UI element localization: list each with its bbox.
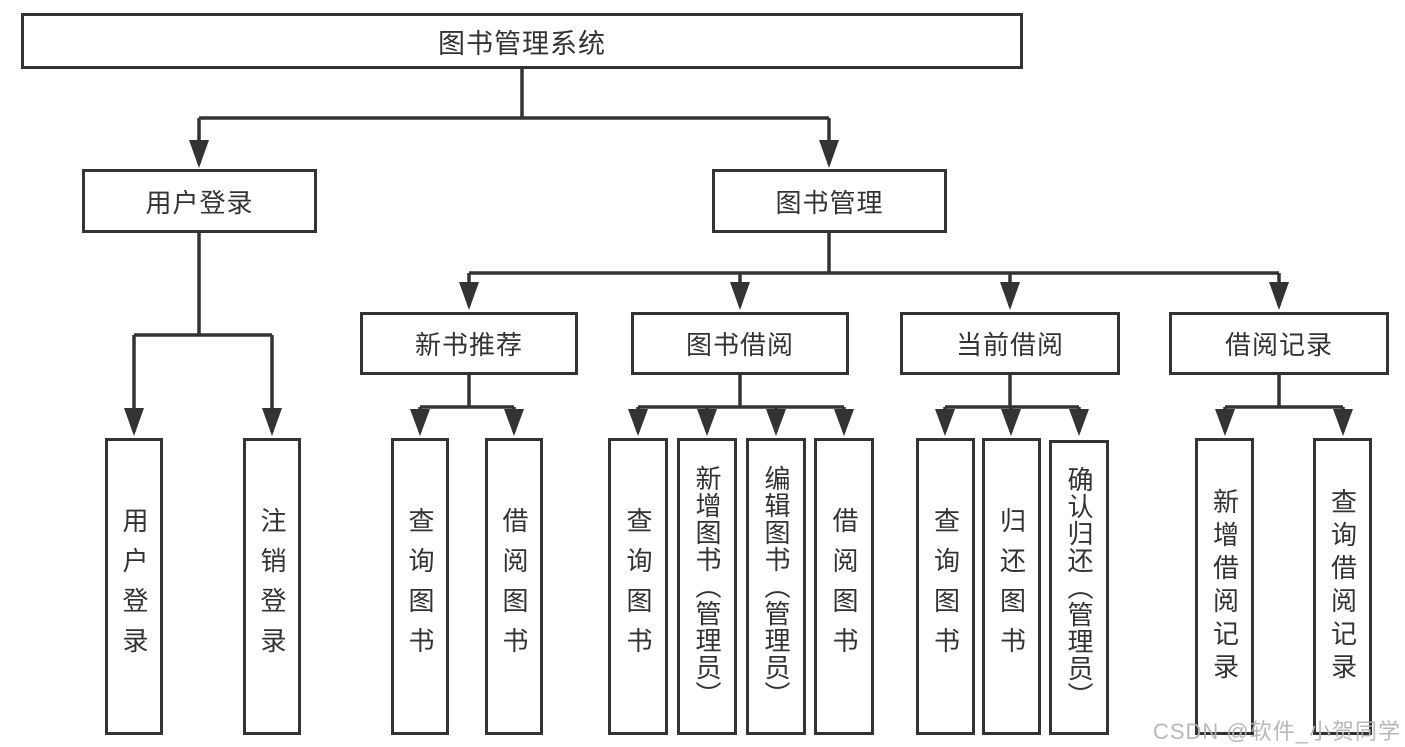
leaf-current-return-book: 归还图书: [982, 438, 1041, 735]
leaf-borrow-add-book: 新增图书（管理员）: [677, 438, 737, 735]
node-user-login: 用户登录: [82, 169, 317, 233]
node-current-borrow: 当前借阅: [900, 312, 1120, 375]
leaf-logout: 注销登录: [243, 438, 301, 735]
leaf-record-add: 新增借阅记录: [1195, 438, 1254, 735]
arrowheads: [124, 140, 1353, 436]
connector-shafts: [132, 69, 1345, 432]
csdn-watermark: CSDN @软件_小贺同学: [1152, 719, 1401, 744]
leaf-recommend-query-book: 查询图书: [391, 438, 449, 735]
node-root: 图书管理系统: [21, 13, 1023, 69]
leaf-borrow-edit-book: 编辑图书（管理员）: [746, 438, 806, 735]
node-book-management: 图书管理: [712, 169, 947, 233]
leaf-user-login: 用户登录: [105, 438, 163, 735]
leaf-recommend-borrow-book: 借阅图书: [485, 438, 543, 735]
leaf-borrow-borrow-book: 借阅图书: [814, 438, 874, 735]
node-new-book-recommend: 新书推荐: [360, 312, 578, 375]
node-book-borrow: 图书借阅: [631, 312, 849, 375]
leaf-current-query-book: 查询图书: [916, 438, 975, 735]
leaf-record-query: 查询借阅记录: [1313, 438, 1372, 735]
leaf-borrow-query-book: 查询图书: [608, 438, 668, 735]
node-borrow-record: 借阅记录: [1169, 312, 1389, 375]
leaf-current-confirm-return: 确认归还（管理员）: [1049, 440, 1109, 735]
